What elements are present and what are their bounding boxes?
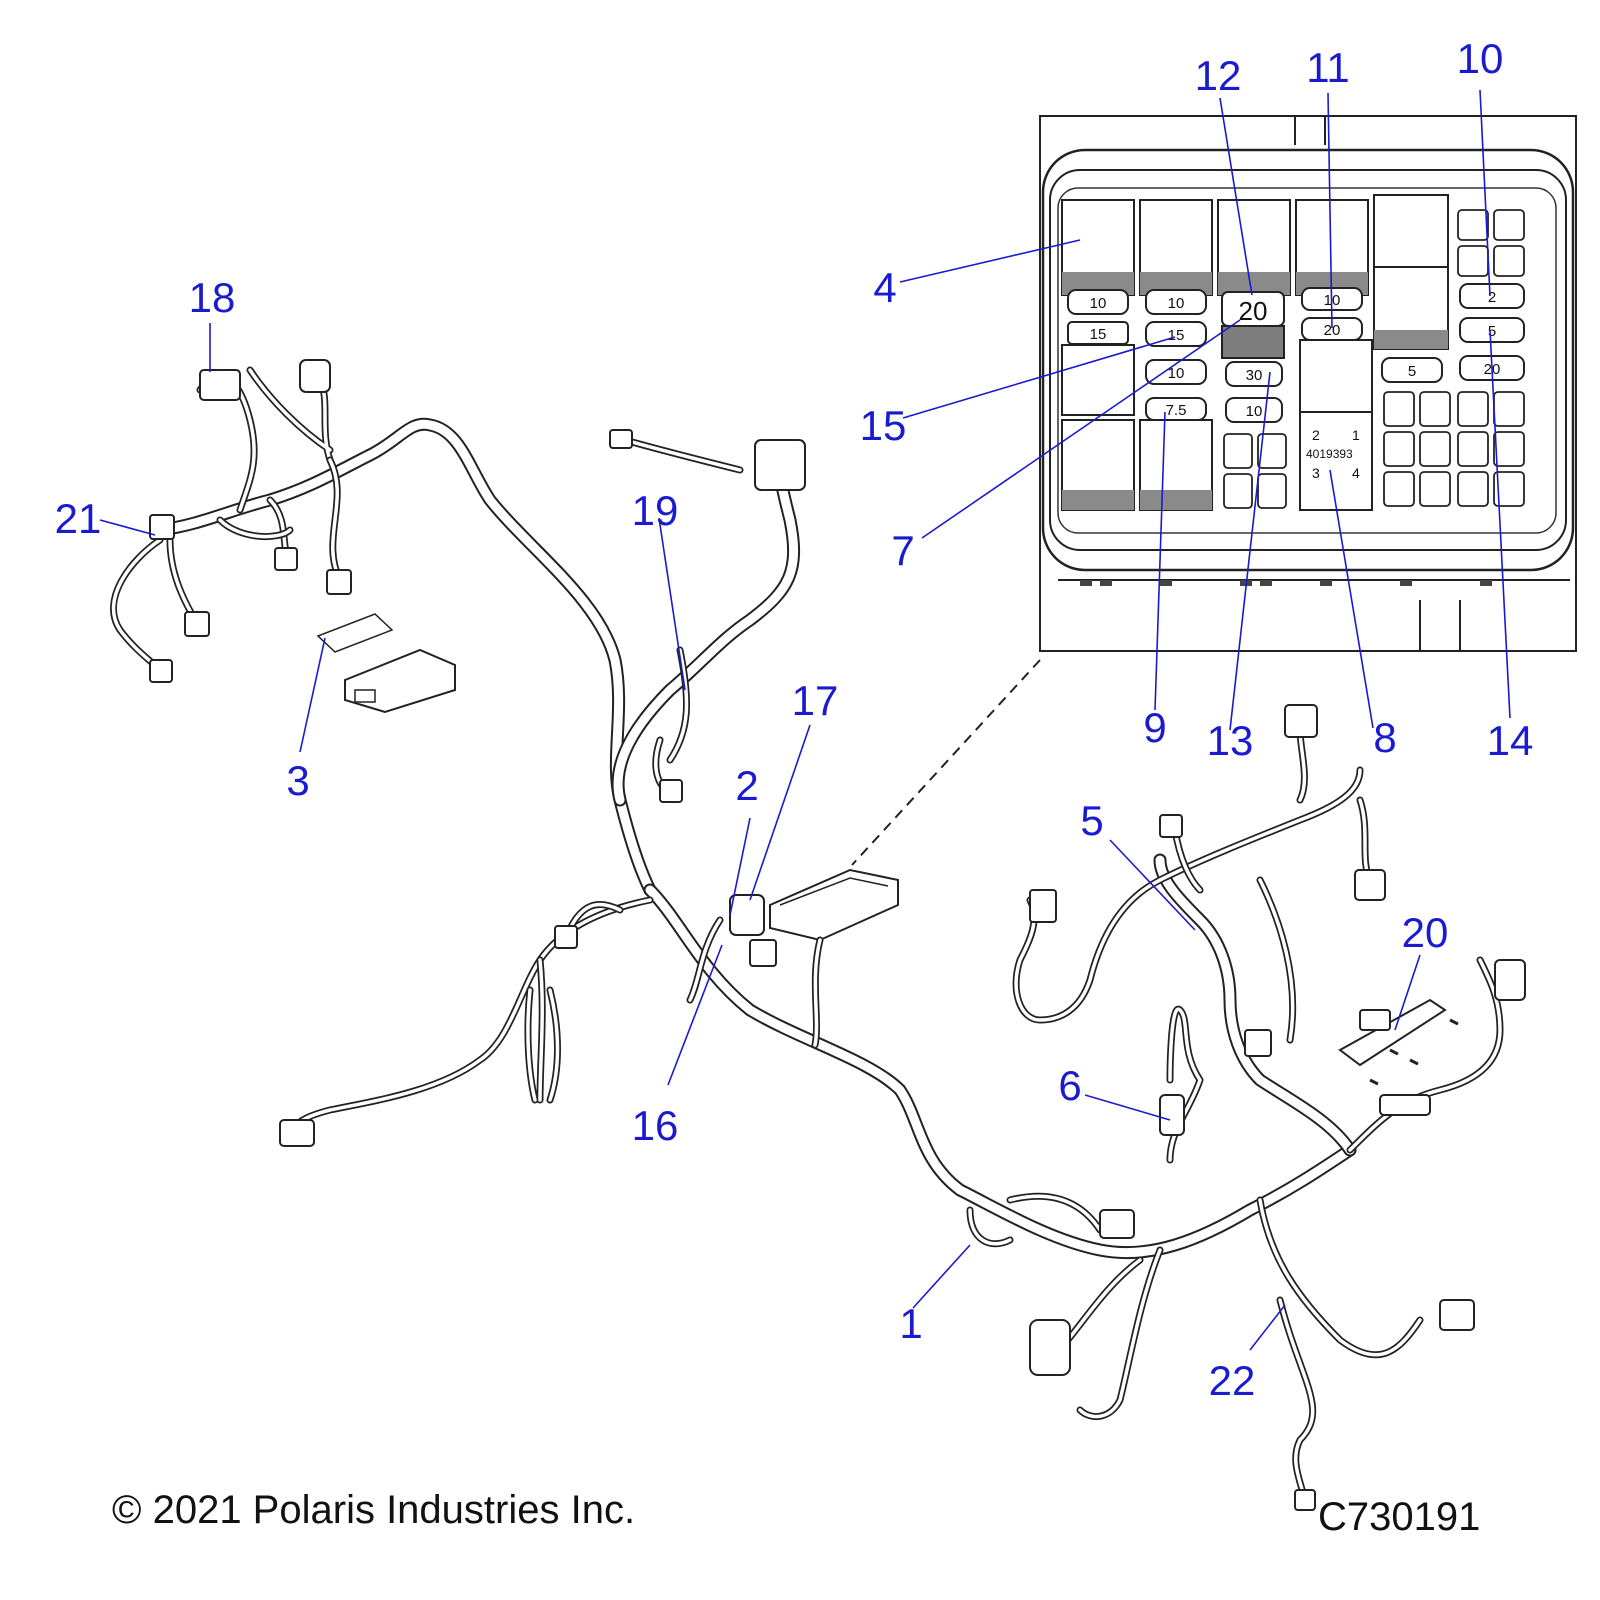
callout-6: 6 [1058,1062,1081,1109]
callout-19: 19 [632,487,679,534]
relay-pin-2: 2 [1312,427,1320,443]
callout-22: 22 [1209,1357,1256,1404]
callout-labels: 1 2 3 4 5 6 7 8 9 10 11 12 13 14 15 16 1… [55,35,1534,1404]
fuse-col4-second: 20 [1301,317,1363,341]
callout-9: 9 [1143,704,1166,751]
fuse-rating: 10 [1090,295,1107,312]
fuse-rating: 15 [1168,327,1185,344]
callout-18: 18 [189,274,236,321]
fuse-rating: 10 [1168,295,1185,312]
fuse-rating: 5 [1408,363,1416,380]
fuse-col2-fourth: 7.5 [1145,397,1207,421]
fuse-box-detail: 10 15 10 15 10 7.5 20 30 [1039,115,1577,652]
relay-part-number: 4019393 [1306,447,1353,461]
relay-pin-4: 4 [1352,465,1360,481]
upper-center-harness [609,429,806,807]
fuse-col1-second: 15 [1067,321,1129,345]
relay-block [1061,194,1449,511]
fuse-rating: 7.5 [1166,402,1187,419]
callout-5: 5 [1080,797,1103,844]
fuse-col6-b: 5 [1459,317,1525,343]
callout-12: 12 [1195,52,1242,99]
fuse-rating: 15 [1090,326,1107,343]
terminal-slots [1223,209,1525,509]
copyright-notice: © 2021 Polaris Industries Inc. [112,1488,636,1532]
callout-14: 14 [1487,717,1534,764]
upper-left-harness [110,359,657,897]
fuse-col1-top: 10 [1067,289,1129,315]
callout-7: 7 [891,527,914,574]
fuse-col3-second: 30 [1225,361,1283,387]
callout-4: 4 [873,264,896,311]
callout-15: 15 [860,402,907,449]
right-harness [966,704,1526,1511]
callout-16: 16 [632,1102,679,1149]
callout-11: 11 [1306,44,1350,91]
relay-pin-1: 1 [1352,427,1360,443]
fuse-rating: 10 [1246,403,1263,420]
fuse-col3-third: 10 [1225,397,1283,423]
fuse-col6-a: 2 [1459,283,1525,309]
callout-8: 8 [1373,714,1396,761]
relay-pin-label: 2 1 4019393 3 4 [1306,427,1360,481]
callout-2: 2 [735,762,758,809]
fuse-col3-large: 20 [1221,291,1285,359]
fuse-rating: 10 [1168,365,1185,382]
fuse-rating: 30 [1246,367,1263,384]
callout-3: 3 [286,757,309,804]
leader-lines [99,89,1511,1351]
callout-1: 1 [899,1300,922,1347]
fuse-rating: 2 [1488,289,1496,306]
relay-pin-3: 3 [1312,465,1320,481]
fuse-col2-third: 10 [1145,359,1207,385]
main-harness [279,868,1357,1260]
fuse-rating: 20 [1324,322,1341,339]
fuse-rating: 20 [1239,296,1268,326]
detail-link-line [851,659,1041,866]
fuse-col2-top: 10 [1145,289,1207,315]
fuse-col2-second: 15 [1145,321,1207,347]
callout-20: 20 [1402,909,1449,956]
callout-17: 17 [792,677,839,724]
drawing-code: C730191 [1318,1495,1481,1539]
callout-21: 21 [55,495,102,542]
fuse-col5-middle: 5 [1381,357,1443,383]
callout-10: 10 [1457,35,1504,82]
callout-13: 13 [1207,717,1254,764]
fuse-rating: 5 [1488,323,1496,340]
